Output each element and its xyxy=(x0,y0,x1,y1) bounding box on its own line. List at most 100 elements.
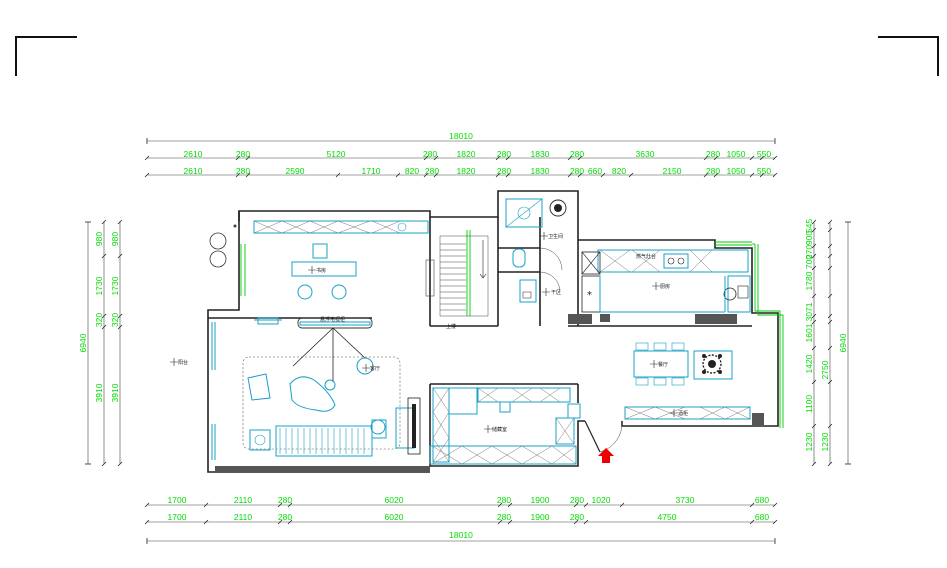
top-r1-7: 280 xyxy=(570,149,584,159)
dimension-tick xyxy=(573,502,579,508)
dimension-tick xyxy=(117,313,123,319)
wine-label: 酒柜 xyxy=(678,410,688,417)
top-r2-9: 280 xyxy=(570,166,584,176)
dimension-tick xyxy=(495,172,501,178)
right-mid-1: 2750 xyxy=(820,360,830,379)
dimension-tick xyxy=(811,253,817,259)
sofa xyxy=(275,425,373,457)
dimension-tick xyxy=(827,227,833,233)
dimension-tick xyxy=(245,155,251,161)
top-r2-3: 1710 xyxy=(362,166,381,176)
left-outer-0: 980 xyxy=(94,232,104,246)
dimension-tick xyxy=(827,253,833,259)
dimension-tick xyxy=(573,519,579,525)
top-r2-14: 1050 xyxy=(727,166,746,176)
dimension-tick xyxy=(277,519,283,525)
dimension-tick xyxy=(497,502,503,508)
dimension-tick xyxy=(827,243,833,249)
balcony: 阳台 xyxy=(178,359,188,366)
dimension-tick xyxy=(287,502,293,508)
corner-marks xyxy=(15,36,939,76)
bot-r2-5: 1900 xyxy=(531,512,550,522)
top-r2-2: 2590 xyxy=(286,166,305,176)
top-r2-15: 550 xyxy=(757,166,771,176)
dimension-tick xyxy=(772,519,778,525)
top-r2-0: 2610 xyxy=(184,166,203,176)
left-dimension-chains: 6940 980 1730 320 3910 980 1730 320 3910 xyxy=(78,219,123,467)
top-r1-11: 550 xyxy=(757,149,771,159)
dimension-tick xyxy=(827,313,833,319)
dimension-tick xyxy=(577,155,583,161)
living-label: 客厅 xyxy=(370,365,380,372)
dimension-tick xyxy=(772,502,778,508)
dimension-tick xyxy=(287,519,293,525)
bathroom-label: 卫生间 xyxy=(548,233,563,240)
dimension-tick xyxy=(507,502,513,508)
dimension-tick xyxy=(507,519,513,525)
wine-cabinet: 酒柜 xyxy=(624,406,751,420)
stove-label: 燃气灶台 xyxy=(636,253,656,260)
bot-r1-2: 280 xyxy=(278,495,292,505)
label-cross xyxy=(542,288,550,296)
dimension-tick xyxy=(335,172,341,178)
bot-r2-4: 280 xyxy=(497,512,511,522)
stove-icon xyxy=(663,253,689,269)
right-total-label: 6940 xyxy=(838,333,848,352)
plant-pot-icon xyxy=(209,250,227,268)
bot-r1-6: 280 xyxy=(570,495,584,505)
bot-r2-6: 280 xyxy=(570,512,584,522)
right-inner-10: 545 xyxy=(804,219,814,233)
dimension-tick xyxy=(101,253,107,259)
left-inner-3: 3910 xyxy=(110,383,120,402)
label-markers xyxy=(170,232,678,433)
dimension-tick xyxy=(827,265,833,271)
bathroom: 卫生间 xyxy=(505,198,567,271)
label-cross xyxy=(362,364,370,372)
dimension-tick xyxy=(117,324,123,330)
dimension-tick xyxy=(144,502,150,508)
dimension-tick xyxy=(827,379,833,385)
plant-pot-icon xyxy=(209,232,227,250)
dimension-tick xyxy=(245,172,251,178)
kitchen-label: 厨房 xyxy=(660,283,670,290)
bot-r2-7: 4750 xyxy=(658,512,677,522)
dimension-tick xyxy=(101,219,107,225)
laundry-area: 干区 xyxy=(519,271,561,303)
dimension-tick xyxy=(811,319,817,325)
armchair xyxy=(247,373,271,401)
dimension-tick xyxy=(144,155,150,161)
dimension-tick xyxy=(827,461,833,467)
dimension-tick xyxy=(811,423,817,429)
dimension-tick xyxy=(811,313,817,319)
right-inner-4: 3071 xyxy=(804,302,814,321)
dimension-tick xyxy=(811,243,817,249)
study-room: 书房 xyxy=(209,220,429,300)
right-inner-7: 700 xyxy=(804,255,814,269)
label-cross xyxy=(484,425,492,433)
dimension-tick xyxy=(811,461,817,467)
dimension-tick xyxy=(203,502,209,508)
dining-label: 餐厅 xyxy=(658,361,668,368)
bottom-total-label: 18010 xyxy=(449,530,473,540)
top-r1-0: 2610 xyxy=(184,149,203,159)
right-inner-6: 1780 xyxy=(804,271,814,290)
dimension-tick xyxy=(433,172,439,178)
label-cross xyxy=(650,360,658,368)
kitchen: 燃气灶台 * 厨房 xyxy=(581,249,751,313)
label-cross xyxy=(652,282,660,290)
top-r2-10: 660 xyxy=(588,166,602,176)
bot-r1-1: 2110 xyxy=(234,495,253,505)
dimension-tick xyxy=(567,172,573,178)
top-r2-8: 1830 xyxy=(531,166,550,176)
dimension-tick xyxy=(203,519,209,525)
top-r1-5: 280 xyxy=(497,149,511,159)
left-inner-2: 320 xyxy=(110,313,120,327)
dimension-tick xyxy=(497,519,503,525)
dimension-tick xyxy=(827,293,833,299)
windows xyxy=(240,230,784,428)
left-total-label: 6940 xyxy=(78,333,88,352)
bot-r1-8: 3730 xyxy=(676,495,695,505)
dimension-tick xyxy=(495,155,501,161)
dimension-tick xyxy=(505,155,511,161)
study-stool xyxy=(297,284,313,300)
